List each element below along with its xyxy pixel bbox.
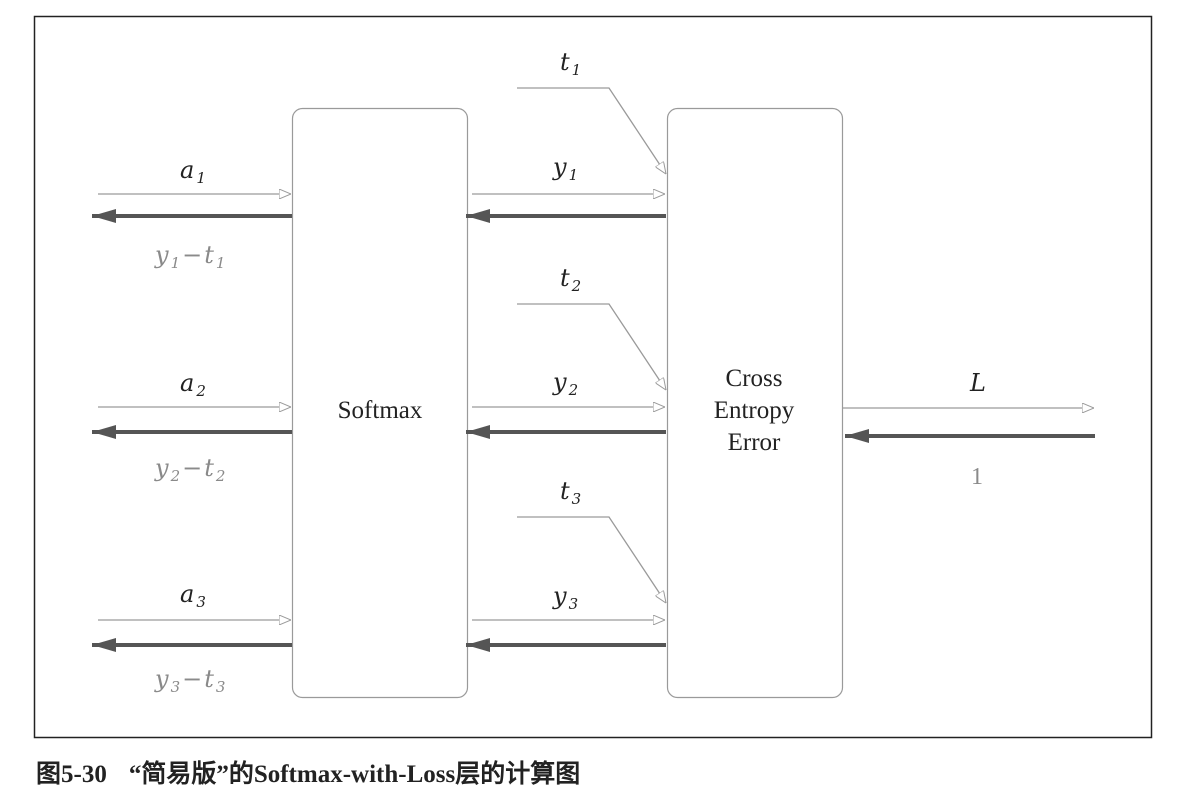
loss-output: L 1 xyxy=(843,369,1095,490)
input-t2-arrow xyxy=(517,303,666,390)
softmax-node xyxy=(291,107,469,699)
label-grad-1: 1 xyxy=(971,464,983,490)
label-L: L xyxy=(969,369,986,397)
cross-entropy-label-line-2: Entropy xyxy=(714,397,795,424)
input-t1-arrow xyxy=(517,87,666,174)
figure-caption-text: “简易版”的Softmax-with-Loss层的计算图 xyxy=(128,761,581,788)
cross-entropy-label-line-1: Cross xyxy=(726,365,783,392)
figure-frame xyxy=(33,15,1153,739)
input-t3-arrow xyxy=(517,516,666,603)
figure-caption: 图5-30 “简易版”的Softmax-with-Loss层的计算图 xyxy=(36,754,580,790)
cross-entropy-label-line-3: Error xyxy=(728,429,781,456)
cross-entropy-node xyxy=(666,107,844,699)
softmax-node-label: Softmax xyxy=(338,397,423,424)
figure-number: 图5-30 xyxy=(36,761,107,788)
